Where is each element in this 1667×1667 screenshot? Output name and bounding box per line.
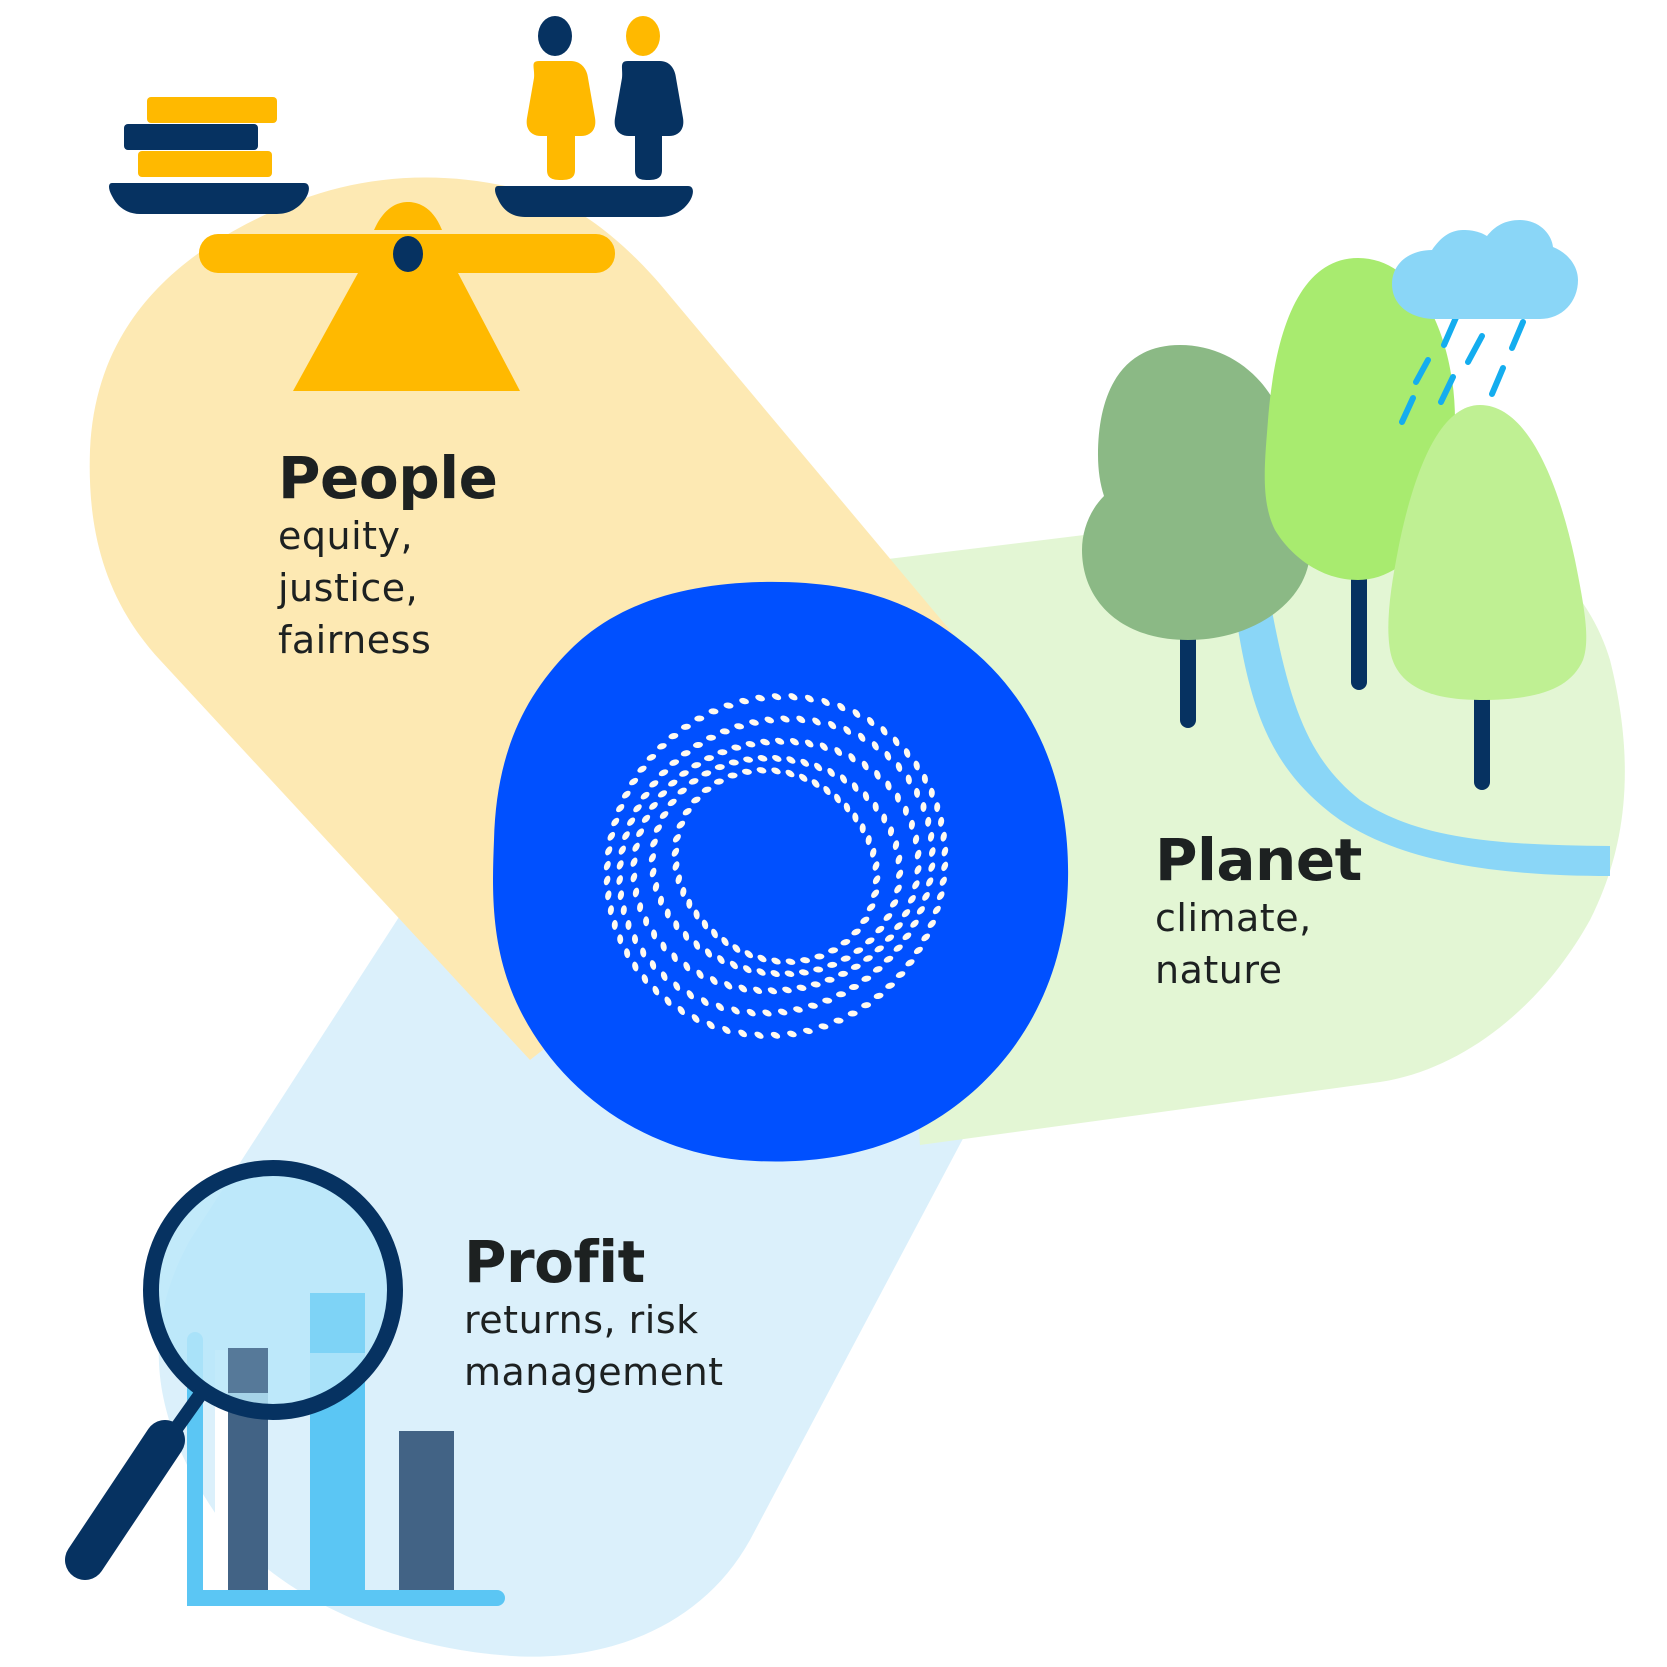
dotted-ring-icon bbox=[603, 693, 949, 1039]
tree-canopy-3 bbox=[1388, 405, 1587, 700]
book-middle bbox=[124, 124, 258, 150]
person-head-1 bbox=[538, 16, 572, 56]
people-line-3: fairness bbox=[278, 618, 432, 662]
right-pan bbox=[495, 186, 693, 217]
scale-base bbox=[293, 273, 520, 391]
center-blob bbox=[493, 581, 1069, 1162]
chart-axis bbox=[187, 1332, 505, 1606]
planet-line-2: nature bbox=[1155, 948, 1283, 992]
magnifier-handle bbox=[65, 1420, 185, 1580]
book-bottom bbox=[138, 151, 272, 177]
profit-line-1: returns, risk bbox=[464, 1298, 699, 1342]
magnifier-lens bbox=[158, 1175, 388, 1405]
tree-canopy-1 bbox=[1082, 345, 1310, 640]
person-head-2 bbox=[626, 16, 660, 56]
magnifier-ring bbox=[143, 1160, 403, 1420]
people-line-1: equity, bbox=[278, 514, 414, 558]
profit-label: Profit returns, risk management bbox=[464, 1230, 724, 1398]
trees-river-rain-icon bbox=[1082, 220, 1610, 876]
tree-trunk-3 bbox=[1474, 680, 1490, 790]
person-body-2 bbox=[614, 61, 684, 180]
planet-line-1: climate, bbox=[1155, 896, 1312, 940]
balance-scale-icon bbox=[109, 16, 693, 391]
people-label: People equity, justice, fairness bbox=[278, 444, 498, 666]
rain-drops bbox=[1399, 310, 1526, 431]
river bbox=[1235, 600, 1610, 876]
tree-canopy-2 bbox=[1264, 258, 1455, 580]
bar-3 bbox=[399, 1431, 454, 1590]
people-title: People bbox=[278, 444, 498, 512]
scale-pivot bbox=[393, 236, 423, 272]
planet-title: Planet bbox=[1155, 826, 1362, 894]
left-pan bbox=[109, 183, 309, 214]
people-line-2: justice, bbox=[278, 566, 419, 610]
profit-line-2: management bbox=[464, 1350, 724, 1394]
magnifier-bar-chart-icon bbox=[65, 1160, 505, 1606]
person-body-1 bbox=[526, 61, 596, 180]
rain-cloud bbox=[1392, 220, 1578, 319]
book-top bbox=[147, 97, 277, 123]
profit-title: Profit bbox=[464, 1228, 645, 1296]
planet-label: Planet climate, nature bbox=[1155, 828, 1362, 996]
